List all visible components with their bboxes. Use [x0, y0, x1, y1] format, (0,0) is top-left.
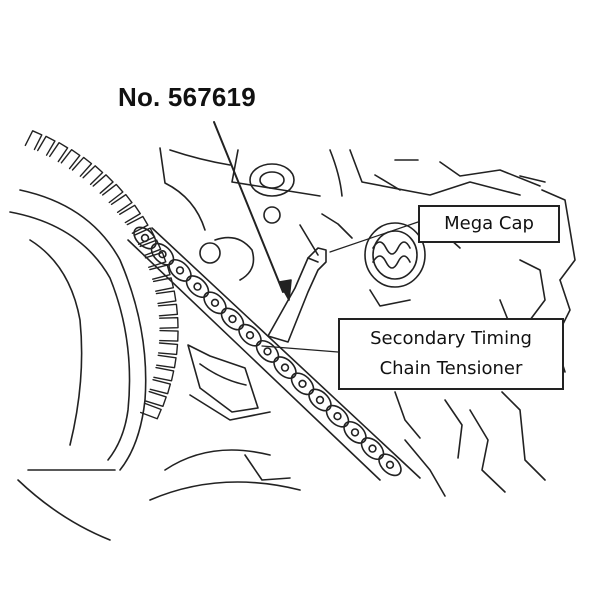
chain-link: [325, 404, 350, 428]
chain-link: [378, 453, 402, 477]
chain-link: [203, 291, 227, 315]
sprocket-tooth: [101, 183, 124, 204]
sprocket-tooth: [155, 290, 177, 305]
tool-number-label: No. 567619: [118, 82, 256, 112]
chain-link: [308, 388, 332, 412]
sprocket-tooth: [24, 130, 43, 151]
sprocket-tooth: [153, 366, 175, 382]
sprocket-tooth: [149, 378, 172, 395]
chain-link: [255, 339, 280, 363]
mega-cap-leader: [329, 221, 419, 253]
lower-hub: [149, 449, 301, 501]
sprocket-tooth: [145, 390, 167, 408]
sprocket-tooth: [119, 204, 141, 224]
sprocket-tooth: [110, 193, 133, 213]
secondary-tensioner-line2: Chain Tensioner: [379, 358, 523, 379]
sprocket-tooth: [159, 316, 179, 329]
secondary-tensioner-callout: Secondary Timing Chain Tensioner: [338, 318, 564, 390]
mega-cap-callout: Mega Cap: [418, 205, 560, 243]
chain-link: [150, 242, 175, 266]
timing-chain: [127, 226, 421, 481]
mega-cap-label: Mega Cap: [444, 213, 534, 234]
chain-link: [168, 258, 192, 282]
sprocket-tooth: [157, 303, 179, 317]
sprocket-tooth: [126, 215, 149, 234]
sprocket-tooth: [49, 141, 69, 163]
chain-link: [343, 420, 367, 444]
chain-link: [238, 323, 262, 347]
sprocket-tooth: [37, 135, 56, 156]
chain-link: [185, 275, 210, 299]
chain-link: [133, 226, 157, 250]
tool-pointer-arrow: [213, 121, 292, 301]
sprocket-tooth: [157, 342, 179, 356]
sprocket-tooth: [139, 402, 162, 420]
sprocket-tooth: [60, 149, 81, 170]
sprocket-tooth: [71, 156, 93, 177]
secondary-tensioner-line1: Secondary Timing: [370, 328, 532, 349]
chain-link: [220, 307, 245, 331]
sprocket-tooth: [159, 329, 179, 342]
chain-link: [290, 372, 315, 396]
chain-link: [360, 437, 385, 461]
sprocket-tooth: [149, 264, 171, 280]
large-sprocket: [9, 130, 179, 541]
sprocket-tooth: [156, 354, 177, 369]
tensioner-arm: [187, 344, 259, 413]
chain-link: [273, 356, 297, 380]
sprocket-tooth: [82, 165, 104, 186]
upper-boss: [249, 163, 295, 197]
secondary-leader: [261, 345, 339, 353]
sprocket-tooth: [92, 174, 114, 194]
tool-pin-shape: [267, 247, 327, 343]
